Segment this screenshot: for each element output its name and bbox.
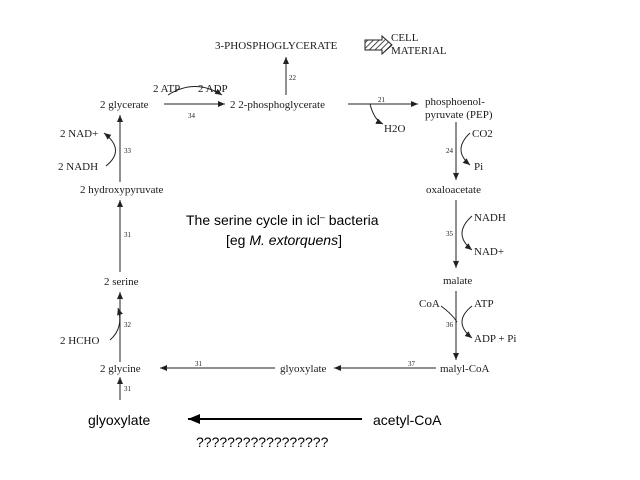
cofactor-nad-right: NAD+: [474, 246, 504, 258]
diagram-title-line1: The serine cycle in icl– bacteria: [186, 212, 379, 228]
cofactor-adp-pi: ADP + Pi: [474, 333, 516, 345]
metabolite-pep-line2: pyruvate (PEP): [425, 109, 493, 121]
h2o-curve: [369, 103, 384, 125]
metabolite-serine: 2 serine: [104, 276, 139, 288]
metabolite-malate: malate: [443, 275, 472, 287]
diagram-title-line2: [eg M. extorquens]: [226, 232, 342, 248]
enzyme-37: 37: [408, 360, 416, 368]
metabolite-glycerate: 2 glycerate: [100, 99, 149, 111]
metabolite-glyoxylate: glyoxylate: [280, 363, 327, 375]
cofactor-nadh-right: NADH: [474, 212, 506, 224]
metabolite-malyl-coa: malyl-CoA: [440, 363, 490, 375]
metabolite-oxaloacetate: oxaloacetate: [426, 184, 481, 196]
bottom-acetyl-coa-label: acetyl-CoA: [373, 412, 442, 428]
unknown-pathway-question: ?????????????????: [196, 434, 329, 450]
metabolite-3-phosphoglycerate: 3-PHOSPHOGLYCERATE: [215, 40, 338, 52]
enzyme-34: 34: [188, 112, 196, 120]
enzyme-36: 36: [446, 321, 454, 329]
enzyme-35: 35: [446, 230, 454, 238]
metabolite-pep-line1: phosphoenol-: [425, 96, 485, 108]
metabolite-2-phosphoglycerate: 2 2-phosphoglycerate: [230, 99, 325, 111]
nad-nadh-curve: [103, 132, 116, 167]
enzyme-31a: 31: [124, 231, 132, 239]
enzyme-24: 24: [446, 147, 454, 155]
cofactor-atp: 2 ATP: [153, 83, 180, 95]
atp-adp-pi-curve: [461, 305, 473, 339]
cell-material-line1: CELL: [391, 32, 419, 44]
metabolite-glycine: 2 glycine: [100, 363, 141, 375]
metabolite-hydroxypyruvate: 2 hydroxypyruvate: [80, 184, 164, 196]
cell-material-hatched-arrow: [364, 34, 393, 56]
coa-curve: [440, 305, 458, 323]
hcho-curve: [109, 307, 123, 341]
enzyme-22: 22: [289, 74, 297, 82]
bottom-glyoxylate-label: glyoxylate: [88, 412, 150, 428]
co2-pi-curve: [460, 132, 471, 166]
cofactor-h2o: H2O: [384, 123, 405, 135]
cofactor-hcho: 2 HCHO: [60, 335, 99, 347]
enzyme-21: 21: [378, 96, 386, 104]
cofactor-nadh: 2 NADH: [58, 161, 98, 173]
cofactor-pi: Pi: [474, 161, 483, 173]
cofactor-nad: 2 NAD+: [60, 128, 98, 140]
enzyme-31b: 31: [195, 360, 203, 368]
cell-material-line2: MATERIAL: [391, 45, 447, 57]
atp-adp-curve: [167, 86, 223, 96]
cofactor-adp: 2 ADP: [198, 83, 228, 95]
enzyme-33: 33: [124, 147, 132, 155]
enzyme-31c: 31: [124, 385, 132, 393]
enzyme-32: 32: [124, 321, 132, 329]
cofactor-coa: CoA: [419, 298, 440, 310]
cofactor-co2: CO2: [472, 128, 493, 140]
cofactor-atp-right: ATP: [474, 298, 494, 310]
nadh-nad-curve: [461, 215, 473, 251]
